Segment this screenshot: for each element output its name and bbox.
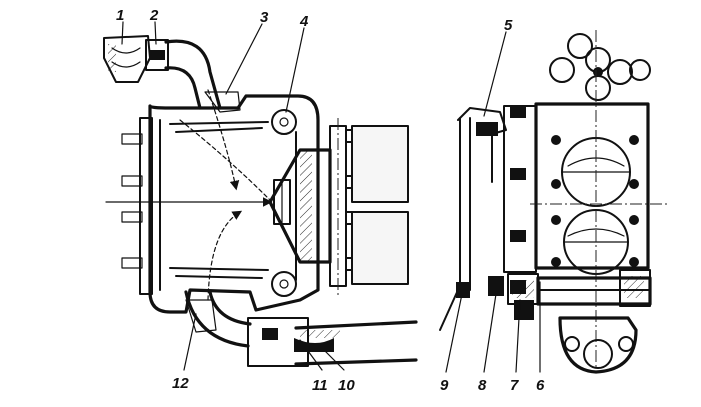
callout-10: 10	[338, 377, 355, 394]
callout-2: 2	[149, 7, 159, 24]
top-rollers	[549, 33, 651, 101]
housing-part-4	[139, 94, 347, 314]
callout-3: 3	[260, 9, 269, 26]
callout-6: 6	[536, 377, 545, 394]
upper-pipe	[164, 39, 241, 113]
callout-1: 1	[116, 7, 124, 24]
callout-12: 12	[172, 375, 189, 392]
lower-pipe-assembly	[247, 317, 418, 367]
callout-4: 4	[299, 13, 309, 30]
flow-arrows	[105, 89, 273, 301]
callout-7: 7	[510, 377, 519, 394]
side-view	[439, 30, 670, 374]
nut-part-2	[145, 39, 169, 71]
callout-9: 9	[440, 377, 449, 394]
callout-8: 8	[478, 377, 487, 394]
right-studs	[345, 125, 409, 285]
fitting-part-1	[103, 35, 151, 83]
callout-5: 5	[504, 17, 513, 34]
left-studs	[121, 133, 143, 269]
bottom-outlet	[558, 316, 638, 374]
lower-pipe	[184, 290, 252, 348]
side-flange	[503, 105, 537, 294]
callout-labels: 1 2 3 4 5 6 7 8 9 10 11 12	[116, 7, 545, 394]
lower-linkage	[456, 269, 652, 320]
lever-part-5	[439, 107, 507, 331]
leader-lines	[121, 21, 541, 373]
callout-11: 11	[312, 377, 328, 394]
sectional-view	[103, 35, 418, 367]
